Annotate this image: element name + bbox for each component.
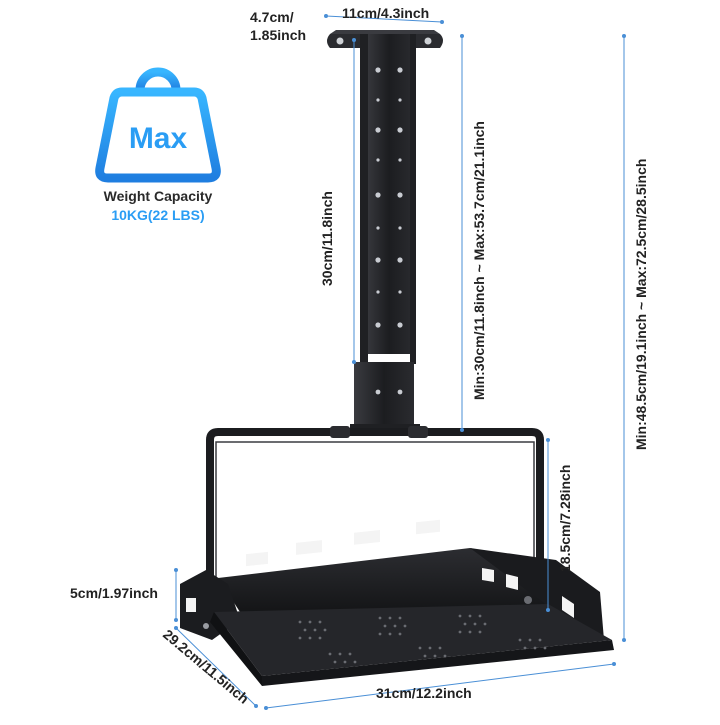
max-text: Max (129, 122, 188, 155)
tray-lip-label: 5cm/1.97inch (70, 585, 158, 601)
tray-perforations (298, 614, 547, 664)
upper-pole (360, 34, 416, 364)
dimension-labels: 4.7cm/ 1.85inch 11cm/4.3inch 30cm/11.8in… (70, 5, 649, 707)
tray-knob-right (524, 596, 532, 604)
weight-capacity-caption: Weight Capacity (104, 188, 213, 204)
handle-height-label: 18.5cm/7.28inch (557, 465, 573, 572)
plate-width-label: 11cm/4.3inch (342, 5, 429, 21)
plate-thickness-label-line2: 1.85inch (250, 27, 306, 43)
weight-capacity-badge: Max Weight Capacity 10KG(22 LBS) (95, 67, 221, 223)
weight-capacity-value: 10KG(22 LBS) (111, 207, 204, 223)
plate-thickness-label-line1: 4.7cm/ (250, 9, 294, 25)
weight-icon: Max (95, 67, 221, 183)
tray (180, 519, 614, 686)
lower-pole (350, 362, 420, 432)
dimension-lines (174, 14, 626, 710)
tray-width-label: 31cm/12.2inch (376, 685, 472, 701)
total-range-label: Min:48.5cm/19.1inch ~ Max:72.5cm/28.5inc… (633, 159, 649, 450)
handle-frame (206, 426, 544, 600)
pole-holes (375, 67, 403, 328)
tray-knob-left (203, 623, 209, 629)
pole-range-label: Min:30cm/11.8inch ~ Max:53.7cm/21.1inch (471, 121, 487, 400)
pole-section-label: 30cm/11.8inch (319, 191, 335, 286)
